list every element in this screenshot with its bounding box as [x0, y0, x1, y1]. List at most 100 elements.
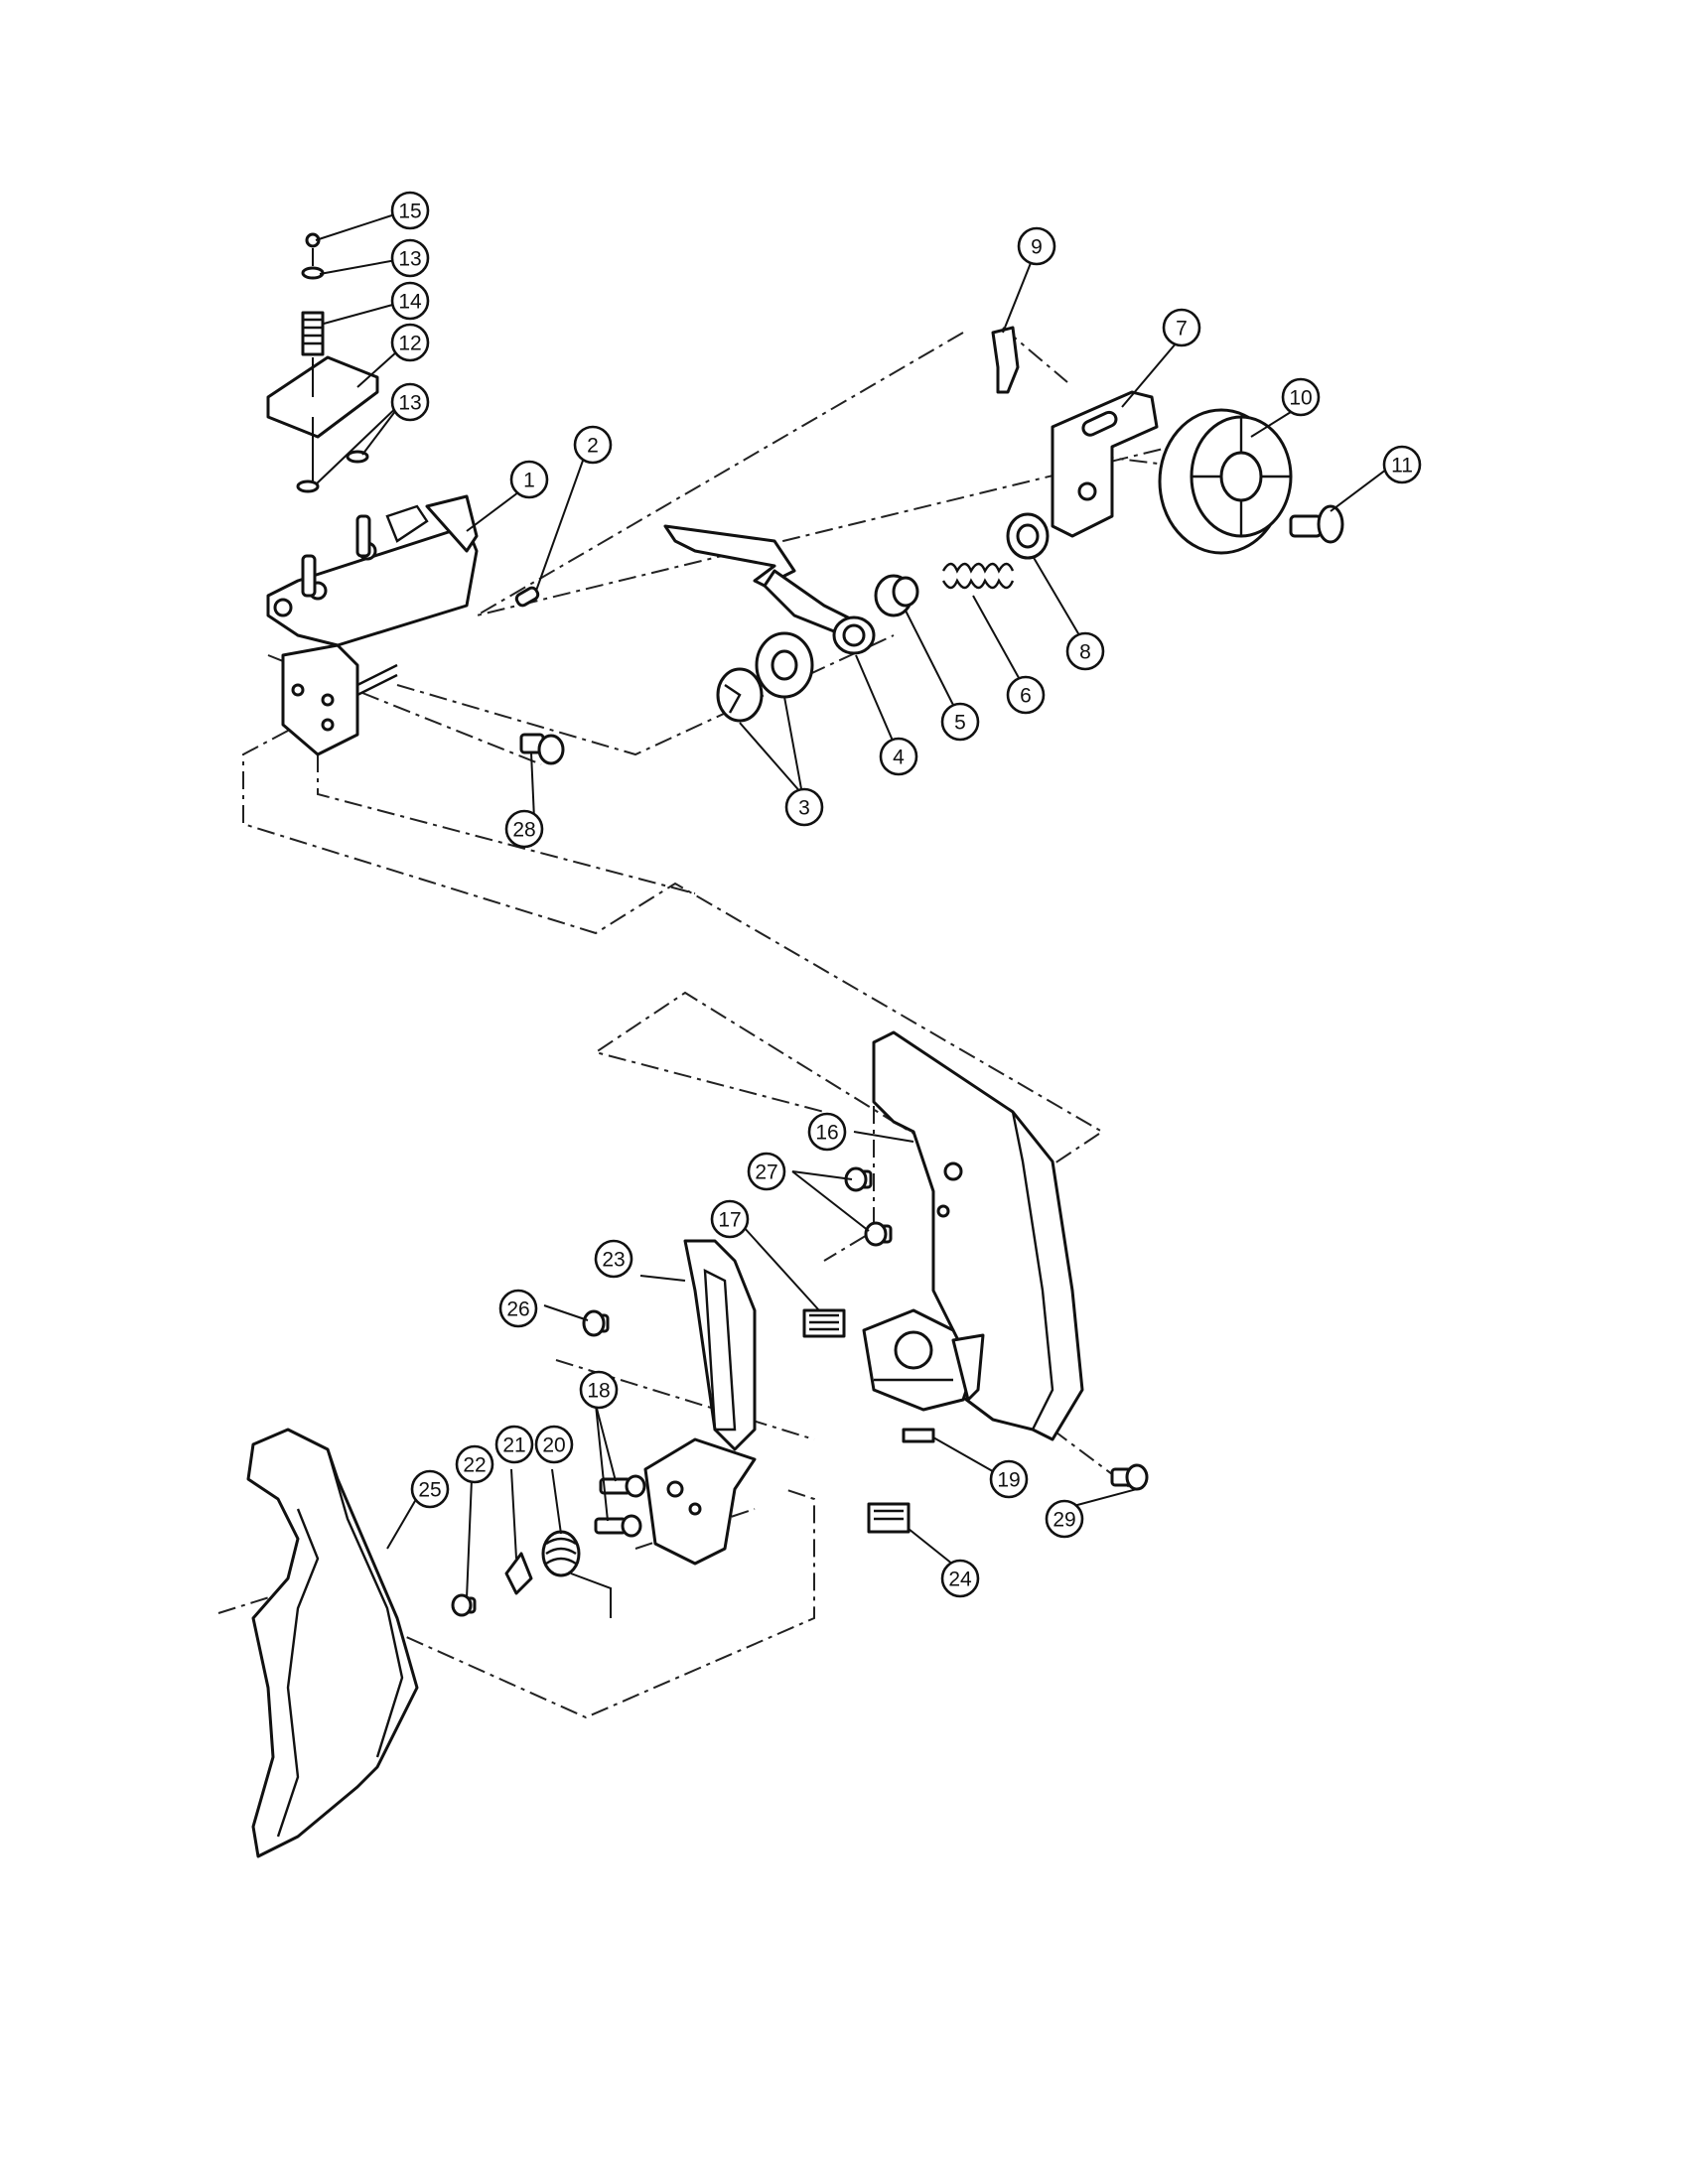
callout-number: 10: [1289, 387, 1312, 410]
callout-25: 25: [410, 1469, 450, 1509]
callout-number: 16: [815, 1122, 838, 1145]
callout-circle: [390, 281, 430, 321]
callout-circle: [940, 1559, 980, 1598]
callout-number: 21: [502, 1434, 525, 1457]
main-bracket: [266, 494, 479, 756]
callout-29: 29: [1045, 1499, 1084, 1539]
callout-number: 13: [398, 392, 421, 415]
callout-22: 22: [455, 1444, 494, 1484]
callout-circle: [390, 382, 430, 422]
callout-3: 3: [784, 787, 824, 827]
callout-circle: [410, 1469, 450, 1509]
callout-7: 7: [1162, 308, 1201, 347]
knob-parts: [451, 1530, 612, 1618]
callout-number: 27: [755, 1161, 777, 1184]
callout-24: 24: [940, 1559, 980, 1598]
callout-4: 4: [879, 737, 918, 776]
callout-6: 6: [1006, 675, 1046, 715]
side-bracket-plate: [1051, 390, 1159, 538]
callout-circle: [573, 425, 613, 465]
callout-number: 7: [1176, 318, 1188, 341]
callout-16: 16: [807, 1112, 847, 1152]
callout-number: 19: [997, 1469, 1020, 1492]
callout-circle: [504, 809, 544, 849]
callout-circle: [509, 460, 549, 499]
callout-number: 8: [1079, 641, 1091, 664]
callout-circle: [1006, 675, 1046, 715]
callout-2: 2: [573, 425, 613, 465]
callout-circle: [1382, 445, 1422, 484]
callout-11: 11: [1382, 445, 1422, 484]
callout-20: 20: [534, 1425, 574, 1464]
callout-9: 9: [1017, 226, 1056, 266]
callout-13: 13: [390, 382, 430, 422]
callout-circle: [494, 1425, 534, 1464]
callout-28: 28: [504, 809, 544, 849]
callout-number: 1: [523, 470, 535, 492]
callout-number: 17: [718, 1209, 741, 1232]
callout-circle: [1045, 1499, 1084, 1539]
callout-27: 27: [747, 1152, 786, 1191]
callout-8: 8: [1065, 631, 1105, 671]
callout-12: 12: [390, 323, 430, 362]
callout-1: 1: [509, 460, 549, 499]
callout-number: 15: [398, 201, 421, 223]
callout-17: 17: [710, 1199, 750, 1239]
callout-5: 5: [940, 702, 980, 742]
collar-spring-gear: [874, 512, 1050, 617]
shoulder-screw: [1289, 504, 1344, 544]
switch-assembly: [862, 1308, 985, 1412]
mounting-plate: [594, 1437, 757, 1566]
callout-number: 14: [398, 291, 422, 314]
callout-number: 26: [506, 1298, 529, 1321]
callout-23: 23: [594, 1239, 633, 1279]
callout-circle: [747, 1152, 786, 1191]
callout-circle: [390, 323, 430, 362]
callout-number: 12: [398, 333, 421, 355]
lever-plate: [683, 1239, 757, 1451]
callout-circle: [498, 1289, 538, 1328]
callout-number: 18: [587, 1380, 610, 1403]
callout-number: 13: [398, 248, 421, 271]
spring-plate-assembly: [266, 232, 379, 493]
callout-14: 14: [390, 281, 430, 321]
callout-13: 13: [390, 238, 430, 278]
callout-circle: [1162, 308, 1201, 347]
spring-clip: [991, 326, 1020, 394]
callout-number: 4: [893, 747, 905, 769]
callout-number: 9: [1031, 236, 1043, 259]
callout-number: 3: [798, 797, 810, 820]
callout-circle: [390, 191, 430, 230]
callout-circle: [579, 1370, 619, 1410]
callout-number: 20: [542, 1434, 565, 1457]
callout-circle: [534, 1425, 574, 1464]
callout-circle: [594, 1239, 633, 1279]
handle-cover: [246, 1428, 419, 1858]
callout-labels: 1234567891011121313141516171819202122232…: [390, 191, 1422, 1598]
callout-26: 26: [498, 1289, 538, 1328]
callout-circle: [989, 1459, 1029, 1499]
callout-19: 19: [989, 1459, 1029, 1499]
callout-number: 25: [418, 1479, 441, 1502]
callout-number: 2: [587, 435, 599, 458]
callout-18: 18: [579, 1370, 619, 1410]
callout-circle: [1065, 631, 1105, 671]
callout-number: 5: [954, 712, 966, 735]
callout-circle: [390, 238, 430, 278]
callout-number: 11: [1391, 455, 1413, 478]
callout-circle: [784, 787, 824, 827]
callout-number: 22: [463, 1454, 486, 1477]
callout-circle: [1017, 226, 1056, 266]
callout-number: 6: [1020, 685, 1032, 708]
pin: [514, 586, 540, 608]
side-cover: [872, 1030, 1084, 1441]
callout-circle: [940, 702, 980, 742]
callout-21: 21: [494, 1425, 534, 1464]
brush-pieces: [802, 1308, 935, 1534]
callout-number: 29: [1052, 1509, 1075, 1532]
callout-circle: [710, 1199, 750, 1239]
callout-circle: [455, 1444, 494, 1484]
callout-number: 28: [512, 819, 535, 842]
callout-15: 15: [390, 191, 430, 230]
